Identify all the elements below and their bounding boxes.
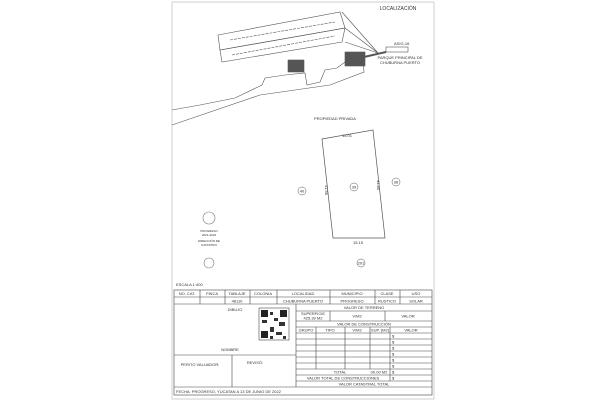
- currency-sign: $: [392, 346, 395, 351]
- neighbor-right: 38: [394, 180, 399, 185]
- currency-sign: $: [392, 334, 395, 339]
- total-construction-label: VALOR TOTAL DE CONSTRUCCIONES: [307, 376, 380, 381]
- dim-left: 41.56: [324, 185, 329, 196]
- qr-code: [258, 307, 290, 341]
- cadastral-total-label: VALOR CATASTRAL TOTAL: [339, 382, 391, 387]
- currency-sign: $: [392, 340, 395, 345]
- header-3: COLONIA: [254, 291, 272, 296]
- seal-text-1: PROGRESO: [200, 229, 218, 233]
- header-7: USO: [412, 291, 421, 296]
- name-label: NOMBRE: [221, 347, 239, 352]
- currency-sign: $: [392, 352, 395, 357]
- construction-label: VALOR DE CONSTRUCCIÓN: [337, 322, 391, 327]
- dim-bottom: 15.15: [353, 240, 364, 245]
- header-0: NO. CAT.: [179, 291, 196, 296]
- park-label-2: CHUBURNA PUERTO: [380, 60, 420, 65]
- dim-top: 15.01: [342, 133, 353, 138]
- tablaje-value: 48110: [232, 299, 244, 304]
- seal-text-4: CATASTRO: [201, 243, 218, 247]
- neighbor-bottom: 201: [358, 261, 365, 266]
- uso-value: SOLAR: [409, 299, 423, 304]
- construction-header-2: V/M2: [352, 328, 362, 333]
- appraiser-label: PERITO VALUADOR:: [181, 362, 220, 367]
- area-label: SUPERFICIE: [301, 311, 325, 316]
- scale-label: ESCALA 1:400: [176, 282, 203, 287]
- reviewed-label: REVISÓ:: [247, 360, 263, 365]
- construction-header-1: TIPO: [325, 328, 334, 333]
- construction-header-3: SUP. (M2): [371, 328, 390, 333]
- land-value-label: VALOR DE TERRENO: [344, 305, 385, 310]
- seal-text-3: DIRECCIÓN DE: [198, 238, 220, 243]
- construction-header-4: VALOR: [404, 328, 417, 333]
- drawing-label: DIBUJO: [228, 307, 243, 312]
- total-label: TOTAL: [334, 370, 347, 375]
- page-border: [171, 1, 435, 400]
- header-5: MUNICIPIO: [341, 291, 362, 296]
- lot-boundary: [321, 129, 386, 239]
- municipio-value: PROGRESO: [340, 299, 363, 304]
- construction-header-0: GRUPO: [299, 328, 314, 333]
- clase-value: RUSTICO: [378, 299, 396, 304]
- header-4: LOCALIDAD: [292, 291, 315, 296]
- area-value: 425.39 M2: [304, 316, 324, 321]
- total-area: 00.00 M2: [371, 370, 388, 375]
- private-property-label: PROPIEDAD PRIVADA: [314, 116, 356, 121]
- currency-sign: $: [392, 358, 395, 363]
- currency-sign: $: [392, 370, 395, 375]
- lot-number: 39: [352, 185, 357, 190]
- currency-sign: $: [392, 376, 395, 381]
- neighbor-left: 40: [300, 189, 305, 194]
- park-label: PARQUE PRINCIPAL DE: [377, 55, 422, 60]
- data-table-grid: [173, 289, 433, 396]
- date-label: FECHA: PROGRESO, YUCATAN A 13 DE JUNIO D…: [176, 389, 282, 394]
- header-6: CLASE: [380, 291, 393, 296]
- header-1: FINCA: [206, 291, 218, 296]
- municipal-seal: [202, 211, 216, 269]
- currency-sign: $: [392, 364, 395, 369]
- land-vm2-label: V/M2: [352, 314, 362, 319]
- location-map: [171, 11, 409, 126]
- dim-right: 41.80: [376, 180, 381, 191]
- lot-markers: [297, 177, 401, 268]
- park-lot-label: ASIG-16: [394, 41, 410, 46]
- seal-text-2: 2021-2024: [202, 233, 217, 237]
- localidad-value: CHUBURNA PUERTO: [283, 299, 323, 304]
- location-title: LOCALIZACIÓN: [380, 5, 417, 12]
- header-2: TABLAJE: [228, 291, 245, 296]
- land-value-col: VALOR: [401, 314, 414, 319]
